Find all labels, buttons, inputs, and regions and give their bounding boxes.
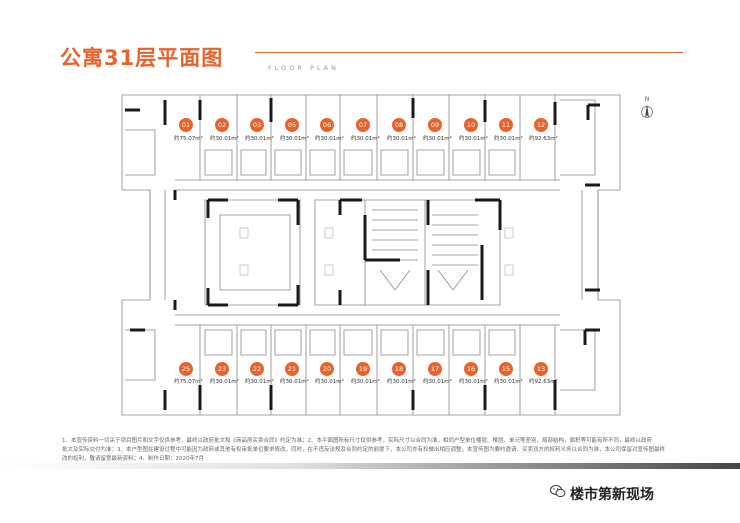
- unit-area-label: 约30.01m²: [494, 136, 523, 142]
- compass-label: N: [645, 96, 650, 103]
- structural-walls: [125, 98, 600, 410]
- unit-number-badge: 22: [250, 362, 264, 376]
- unit-area-label: 约30.01m²: [210, 136, 239, 142]
- unit-area-label: 约92.63m²: [529, 136, 558, 142]
- unit-number-badge: 07: [356, 118, 370, 132]
- unit-number-badge: 16: [464, 362, 478, 376]
- unit-number-badge: 21: [285, 362, 299, 376]
- unit-area-label: 约30.01m²: [280, 379, 309, 385]
- unit-number-badge: 09: [428, 118, 442, 132]
- unit-area-label: 约30.01m²: [245, 379, 274, 385]
- outer-walls: [121, 94, 621, 416]
- unit-area-label: 约30.01m²: [315, 379, 344, 385]
- wechat-icon: [550, 485, 566, 498]
- unit-area-label: 约30.01m²: [280, 136, 309, 142]
- unit-number-badge: 01: [179, 118, 193, 132]
- unit-number-badge: 20: [320, 362, 334, 376]
- unit-area-label: 约30.01m²: [459, 136, 488, 142]
- footer-gradient-bar: [0, 463, 740, 469]
- unit-number-badge: 08: [392, 118, 406, 132]
- title-divider: [255, 52, 683, 53]
- disclaimer-line-3: 改的权利，敬请留意最新资料；4、制作日期：2020年7月: [62, 456, 204, 462]
- unit-area-label: 约30.01m²: [210, 379, 239, 385]
- fixtures: [239, 227, 514, 276]
- page-title: 公寓31层平面图: [60, 46, 224, 70]
- unit-number-badge: 19: [356, 362, 370, 376]
- unit-area-label: 约30.01m²: [423, 136, 452, 142]
- unit-area-label: 约30.01m²: [459, 379, 488, 385]
- unit-number-badge: 23: [215, 362, 229, 376]
- unit-number-badge: 02: [215, 118, 229, 132]
- unit-number-badge: 11: [499, 118, 513, 132]
- unit-area-label: 约30.01m²: [351, 379, 380, 385]
- unit-area-label: 约30.01m²: [423, 379, 452, 385]
- unit-area-label: 约92.63m²: [529, 379, 558, 385]
- unit-number-badge: 18: [392, 362, 406, 376]
- unit-number-badge: 03: [250, 118, 264, 132]
- brand-label: 楼市第新现场: [570, 487, 654, 503]
- disclaimer-line-1: 1、本宣传资料一切关于项目图片和文字仅供参考，最终以政府批文和《商品房买卖合同》…: [62, 438, 653, 444]
- unit-area-label: 约75.07m²: [174, 136, 203, 142]
- unit-area-label: 约30.01m²: [245, 136, 274, 142]
- unit-number-badge: 10: [464, 118, 478, 132]
- page-subtitle: FLOOR PLAN: [268, 64, 339, 72]
- unit-number-badge: 25: [179, 362, 193, 376]
- unit-number-badge: 13: [534, 362, 548, 376]
- disclaimer: 1、本宣传资料一切关于项目图片和文字仅供参考，最终以政府批文和《商品房买卖合同》…: [62, 437, 682, 464]
- unit-area-label: 约30.01m²: [315, 136, 344, 142]
- unit-number-badge: 06: [320, 118, 334, 132]
- unit-area-label: 约30.01m²: [351, 136, 380, 142]
- unit-area-label: 约30.01m²: [494, 379, 523, 385]
- unit-number-badge: 05: [285, 118, 299, 132]
- unit-area-label: 约30.01m²: [387, 136, 416, 142]
- unit-area-label: 约30.01m²: [387, 379, 416, 385]
- unit-number-badge: 17: [428, 362, 442, 376]
- unit-area-label: 约75.07m²: [174, 379, 203, 385]
- compass-icon: N: [641, 96, 653, 118]
- disclaimer-line-2: 批文及实际交付为准；3、本户型图在建设过程中可能因为政府或其他有权审批单位要求修…: [62, 447, 666, 453]
- unit-number-badge: 12: [534, 118, 548, 132]
- unit-number-badge: 15: [499, 362, 513, 376]
